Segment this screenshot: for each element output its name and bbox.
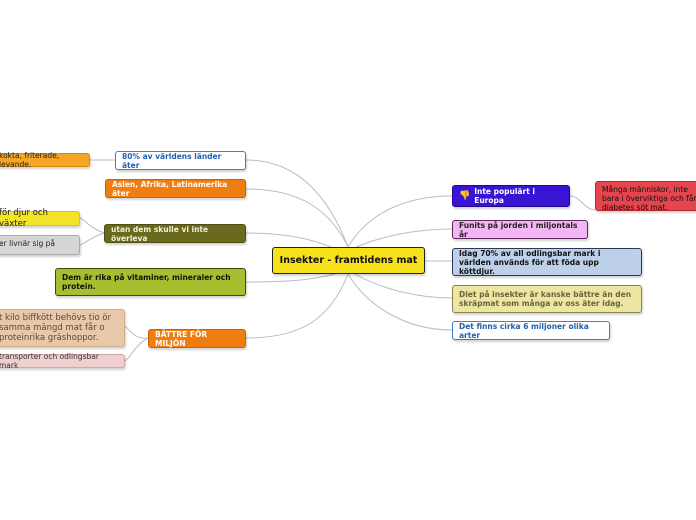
subtopic-animals-plants[interactable]: för djur och växter xyxy=(0,208,80,229)
topic-environment[interactable]: BÄTTRE FÖR MILJÖN xyxy=(148,329,246,348)
topic-millions-years[interactable]: Funits på jorden i miljontals år xyxy=(452,220,588,239)
topic-species-count[interactable]: Det finns cirka 6 miljoner olika arter xyxy=(452,321,610,340)
connector xyxy=(124,337,149,362)
central-topic[interactable]: Insekter - framtidens mat xyxy=(272,247,425,274)
topic-insect-diet[interactable]: Diet på insekter är kanske bättre än den… xyxy=(452,285,642,313)
connector xyxy=(245,188,349,248)
subtopic-obesity-diabetes[interactable]: Många människor, inte bara i överviktiga… xyxy=(595,181,696,212)
connector xyxy=(347,269,453,299)
topic-label: Inte populärt i Europa xyxy=(474,187,535,205)
connector xyxy=(124,325,149,339)
connector xyxy=(569,195,596,211)
topic-not-popular-europe[interactable]: 👎 Inte populärt i Europa xyxy=(452,185,570,207)
topic-farmland-70[interactable]: Idag 70% av all odlingsbar mark i världe… xyxy=(452,248,642,276)
connector xyxy=(245,159,349,248)
subtopic-livelihood[interactable]: er livnär sig på xyxy=(0,235,80,255)
subtopic-transport-land[interactable]: transporter och odlingsbar mark xyxy=(0,352,125,370)
thumbs-down-icon: 👎 xyxy=(459,190,471,201)
topic-survival[interactable]: utan dem skulle vi inte överleva xyxy=(104,224,246,243)
connector xyxy=(79,232,105,246)
connector xyxy=(347,273,453,331)
connector xyxy=(347,228,453,252)
subtopic-cooking-methods[interactable]: kokta, friterade, levande. xyxy=(0,151,90,169)
subtopic-beef-comparison[interactable]: t kilo biffkött behövs tio ör samma mäng… xyxy=(0,309,125,347)
connector xyxy=(347,195,453,248)
connector xyxy=(245,273,349,339)
topic-asia-africa-latam[interactable]: Asien, Afrika, Latinamerika äter xyxy=(105,179,246,198)
topic-80-percent-countries[interactable]: 80% av världens länder äter xyxy=(115,151,246,170)
connector xyxy=(79,217,105,234)
topic-nutrition[interactable]: Dem är rika på vitaminer, mineraler och … xyxy=(55,268,246,296)
